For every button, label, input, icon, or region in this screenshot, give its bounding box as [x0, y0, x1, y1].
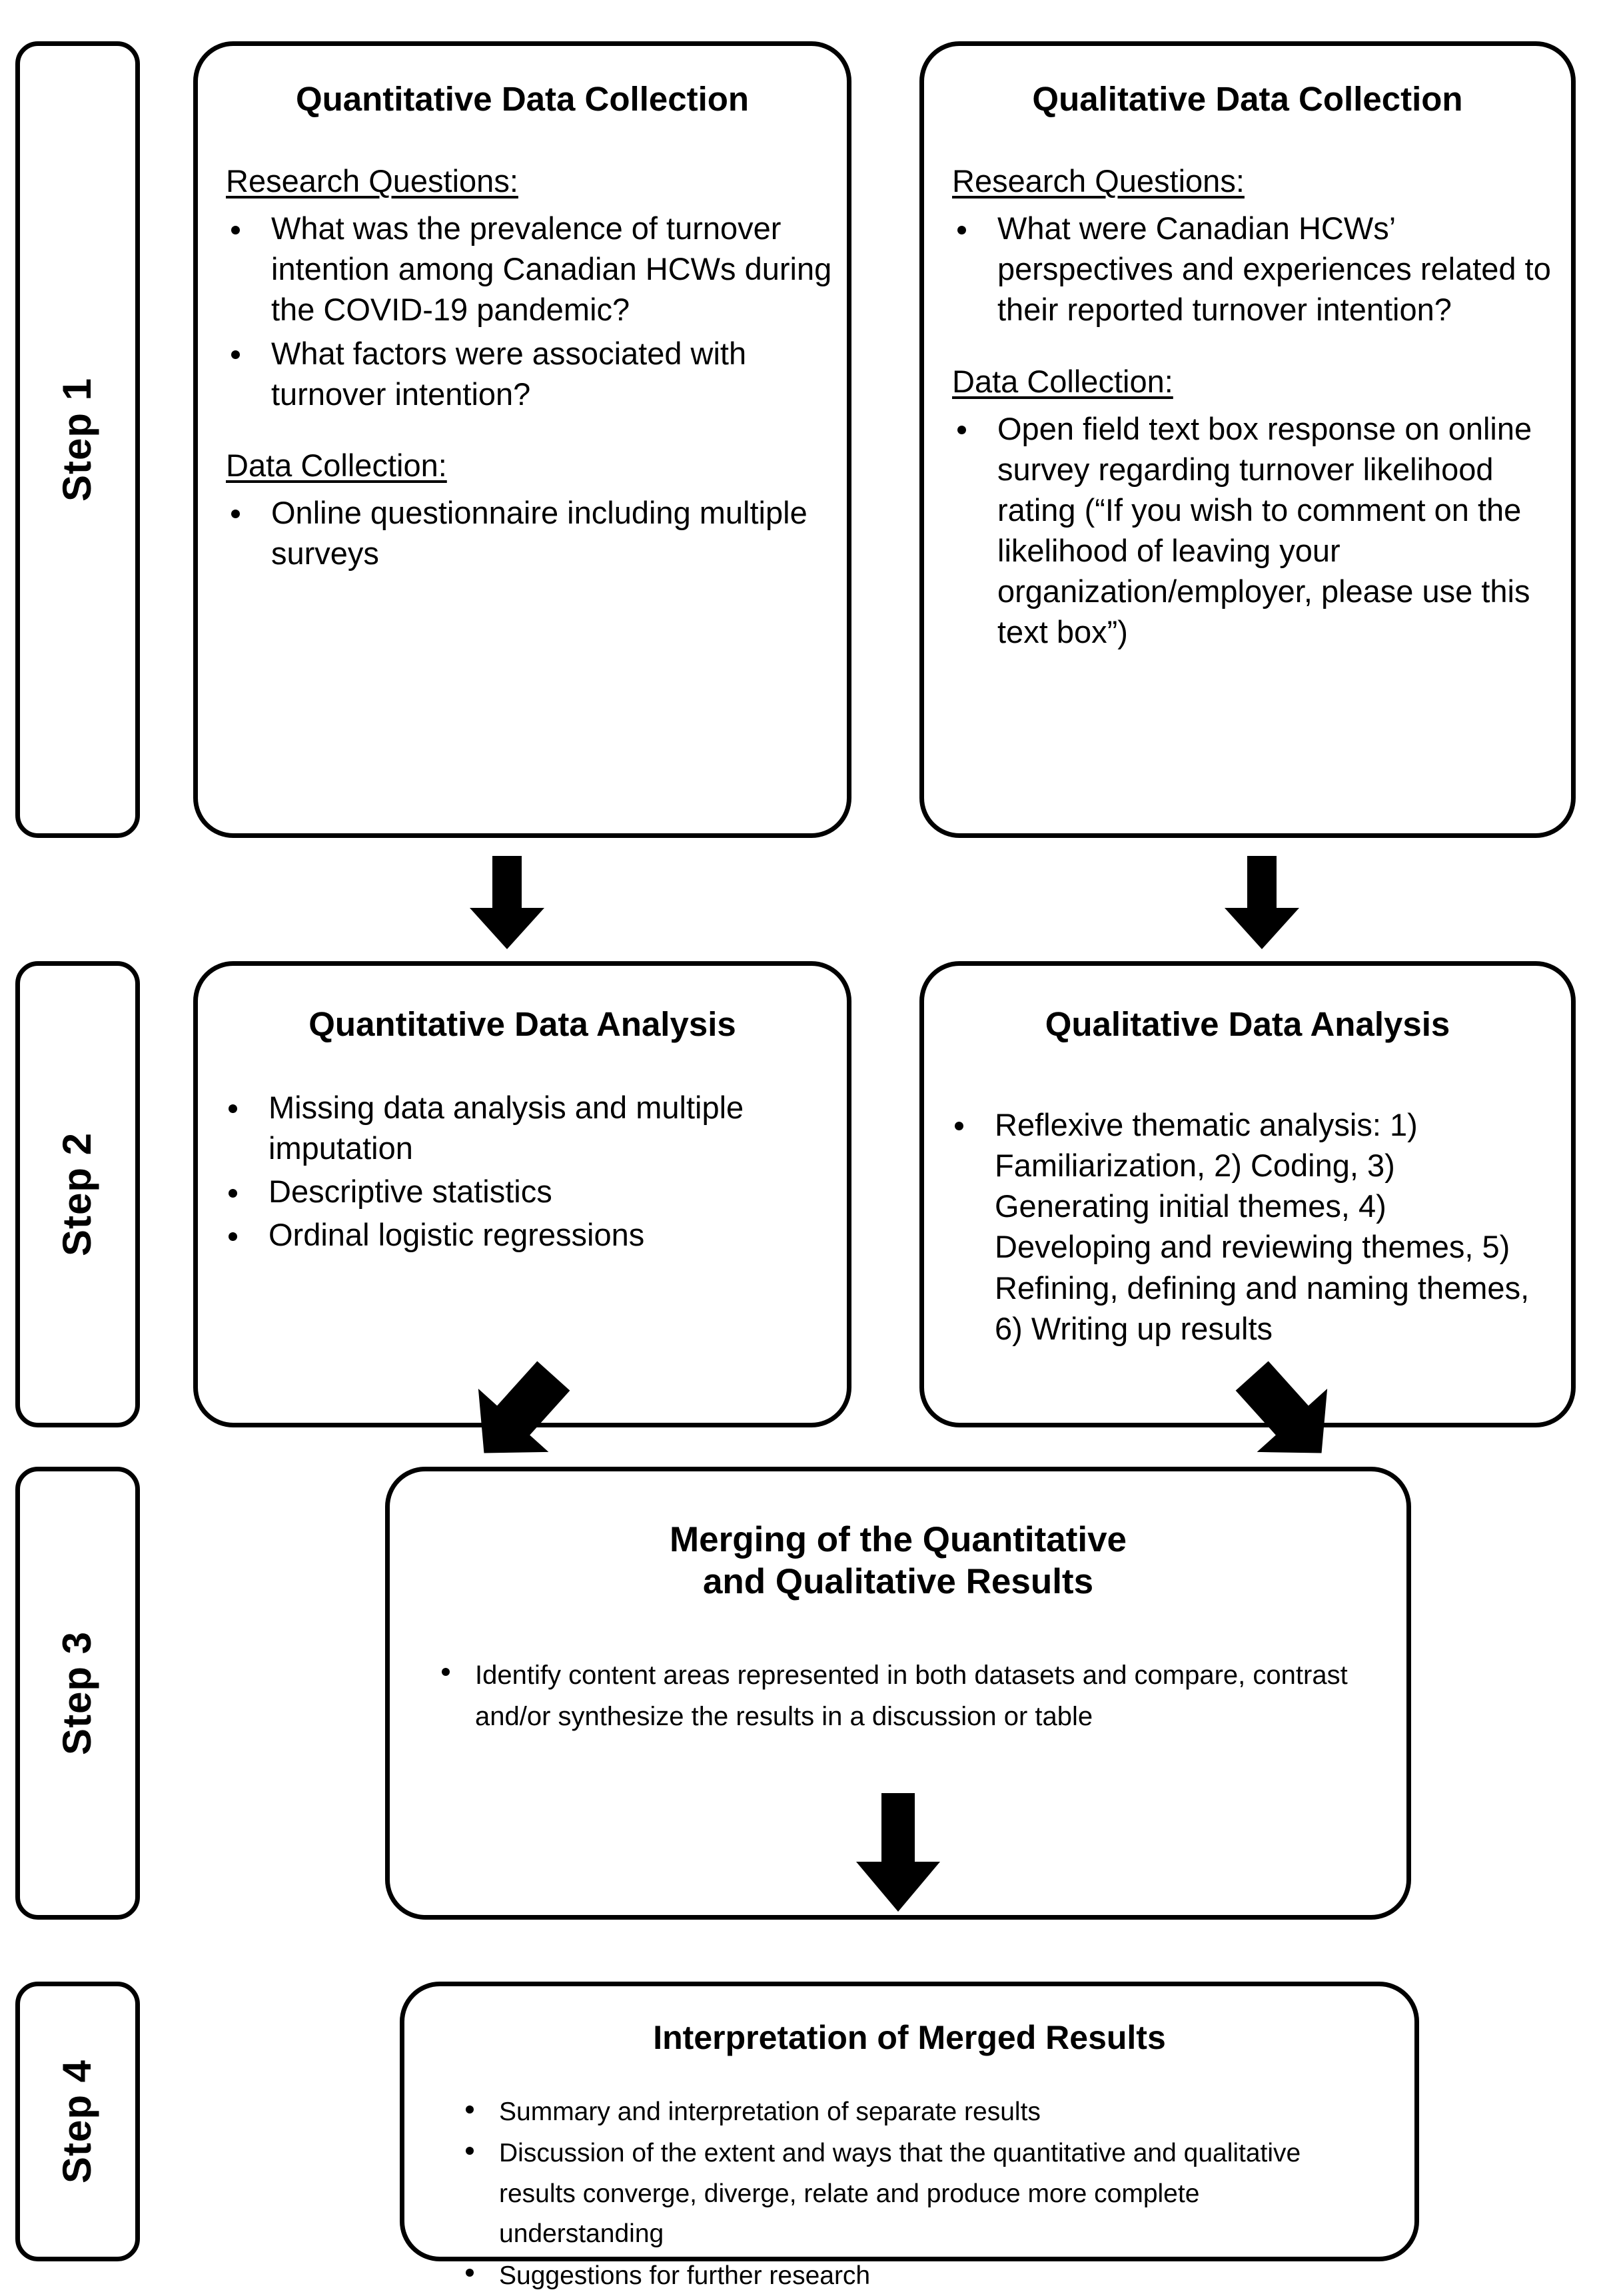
box-title-qualitative-data-collection: Qualitative Data Collection: [1032, 80, 1463, 118]
arrow-merge-to-interpretation: [856, 1793, 940, 1912]
bullet-list-qualitative-analysis: Reflexive thematic analysis: 1) Familiar…: [924, 1104, 1544, 1349]
list-item: Suggestions for further research: [404, 2256, 1354, 2296]
box-qualitative-data-collection: Qualitative Data Collection Research Que…: [919, 41, 1576, 838]
box-quantitative-data-collection: Quantitative Data Collection Research Qu…: [193, 41, 851, 838]
list-item: Discussion of the extent and ways that t…: [404, 2133, 1354, 2254]
list-item: Ordinal logistic regressions: [198, 1214, 847, 1255]
arrow-qual-analysis-to-merge: [1223, 1359, 1349, 1469]
step-rail-3: Step 3: [15, 1467, 140, 1920]
bullet-list-data-collection-quant: Online questionnaire including multiple …: [198, 492, 847, 574]
box-title-interpretation-of-merged-results: Interpretation of Merged Results: [653, 2019, 1166, 2056]
box-title-line-2: and Qualitative Results: [702, 1561, 1094, 1601]
box-body-qualitative-data-collection: Research Questions: What were Canadian H…: [924, 161, 1571, 652]
section-heading-research-questions-quant: Research Questions:: [226, 163, 518, 199]
bullet-list-research-questions-qual: What were Canadian HCWs’ perspectives an…: [924, 208, 1571, 330]
box-title-quantitative-data-collection: Quantitative Data Collection: [295, 80, 750, 118]
list-item: Reflexive thematic analysis: 1) Familiar…: [924, 1104, 1544, 1349]
step-rail-1: Step 1: [15, 41, 140, 838]
arrow-quant-collect-to-quant-analysis: [470, 856, 544, 949]
step-rail-2: Step 2: [15, 961, 140, 1427]
arrow-quant-analysis-to-merge: [456, 1359, 583, 1469]
list-item: Open field text box response on online s…: [924, 408, 1571, 653]
bullet-list-merging-results: Identify content areas represented in bo…: [390, 1655, 1360, 1737]
list-item: Identify content areas represented in bo…: [390, 1655, 1360, 1737]
list-item: Missing data analysis and multiple imput…: [198, 1087, 847, 1168]
section-heading-research-questions-qual: Research Questions:: [952, 163, 1245, 199]
box-title-qualitative-data-analysis: Qualitative Data Analysis: [1045, 1005, 1450, 1043]
box-body-quantitative-data-analysis: Missing data analysis and multiple imput…: [198, 1087, 847, 1255]
step-label-1: Step 1: [55, 377, 100, 502]
box-interpretation-of-merged-results: Interpretation of Merged Results Summary…: [400, 1982, 1419, 2290]
box-quantitative-data-analysis: Quantitative Data Analysis Missing data …: [193, 961, 851, 1427]
box-body-merging-results: Identify content areas represented in bo…: [390, 1655, 1406, 1737]
list-item: Descriptive statistics: [198, 1171, 847, 1212]
step-label-3: Step 3: [55, 1631, 100, 1756]
section-heading-data-collection-quant: Data Collection:: [226, 447, 447, 483]
list-item: Online questionnaire including multiple …: [198, 492, 847, 574]
bullet-list-data-collection-qual: Open field text box response on online s…: [924, 408, 1571, 653]
step-rail-4: Step 4: [15, 1982, 140, 2261]
box-title-quantitative-data-analysis: Quantitative Data Analysis: [308, 1005, 736, 1043]
box-body-quantitative-data-collection: Research Questions: What was the prevale…: [198, 161, 847, 574]
box-title-line-1: Merging of the Quantitative: [669, 1520, 1127, 1559]
step-label-4: Step 4: [55, 2059, 100, 2184]
box-qualitative-data-analysis: Qualitative Data Analysis Reflexive them…: [919, 961, 1576, 1427]
section-heading-data-collection-qual: Data Collection:: [952, 363, 1173, 399]
box-body-interpretation-of-merged-results: Summary and interpretation of separate r…: [404, 2092, 1414, 2296]
box-body-qualitative-data-analysis: Reflexive thematic analysis: 1) Familiar…: [924, 1104, 1571, 1349]
bullet-list-research-questions-quant: What was the prevalence of turnover inte…: [198, 208, 847, 414]
list-item: What was the prevalence of turnover inte…: [198, 208, 847, 330]
arrow-qual-collect-to-qual-analysis: [1225, 856, 1299, 949]
bullet-list-quantitative-analysis: Missing data analysis and multiple imput…: [198, 1087, 847, 1255]
list-item: What factors were associated with turnov…: [198, 333, 847, 414]
box-title-merging-results: Merging of the Quantitative and Qualitat…: [416, 1519, 1380, 1603]
step-label-2: Step 2: [55, 1132, 100, 1257]
bullet-list-interpretation: Summary and interpretation of separate r…: [404, 2092, 1354, 2296]
list-item: What were Canadian HCWs’ perspectives an…: [924, 208, 1571, 330]
list-item: Summary and interpretation of separate r…: [404, 2092, 1354, 2132]
